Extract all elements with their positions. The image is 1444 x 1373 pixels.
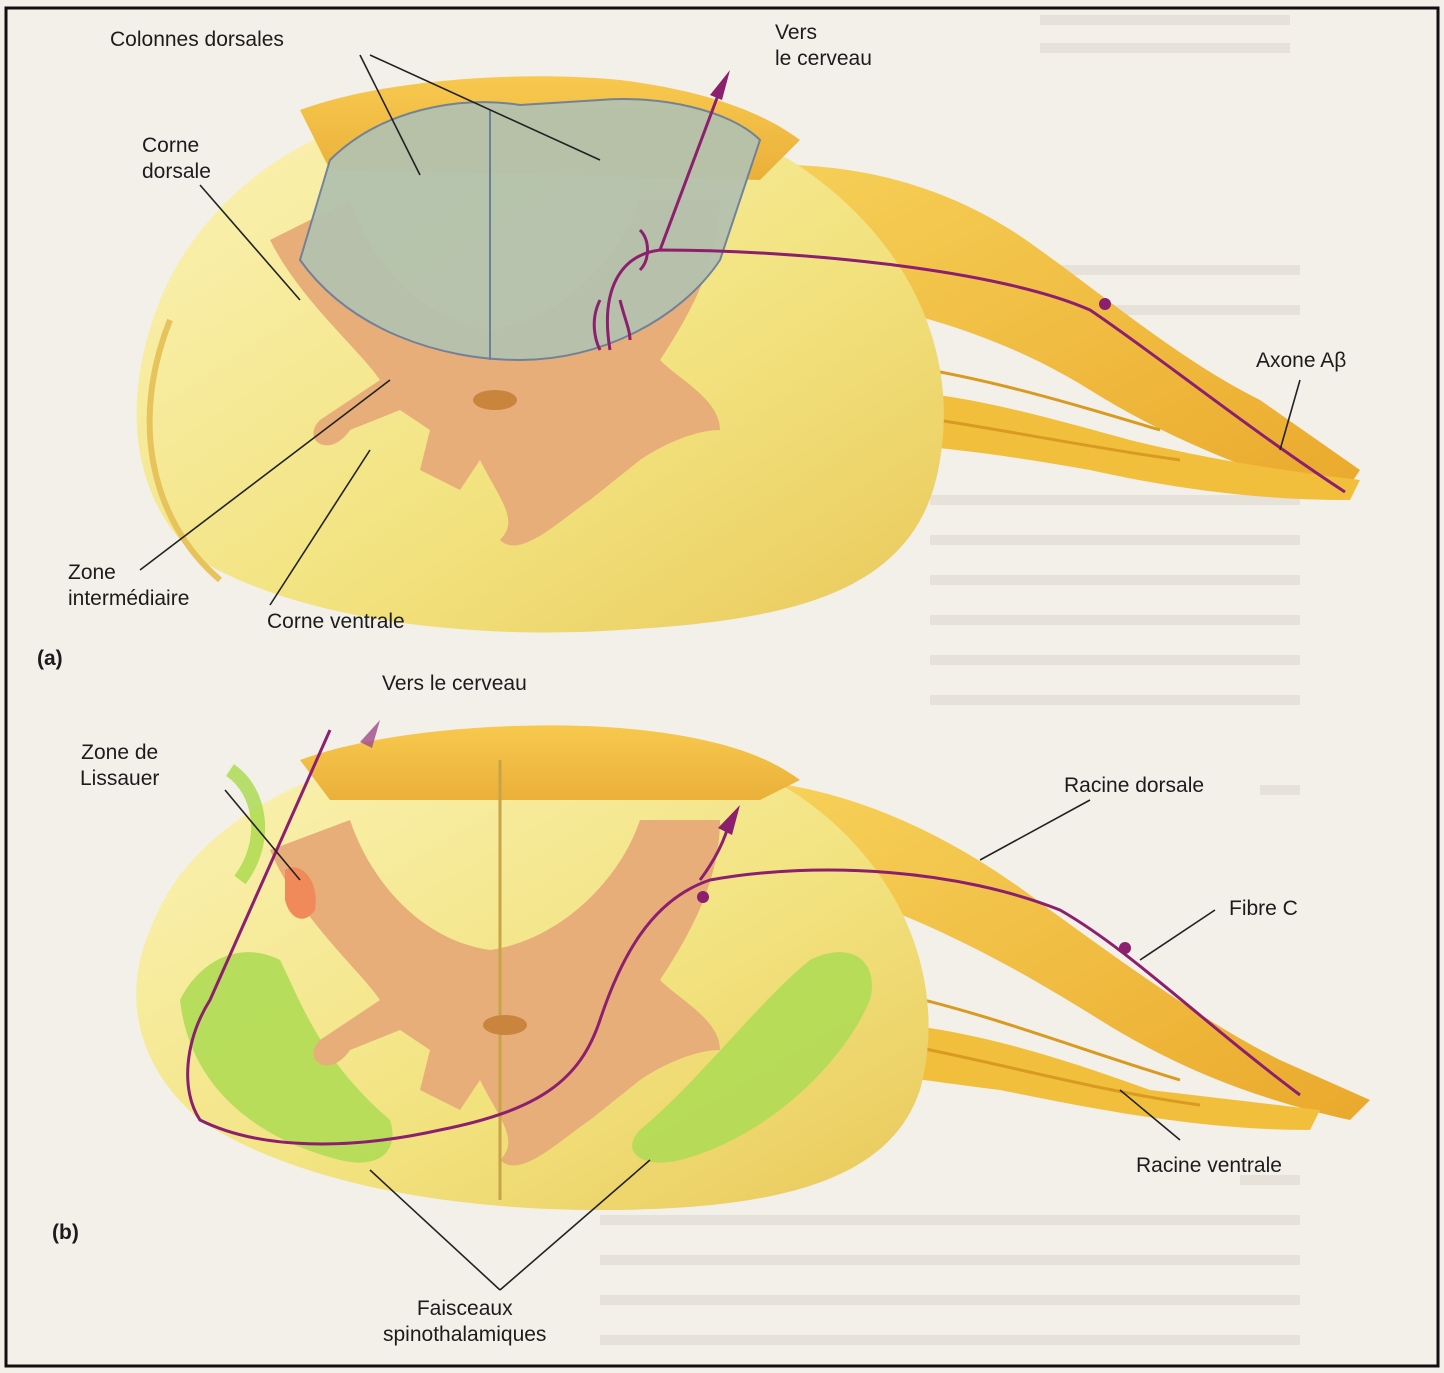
label-racine-dorsale: Racine dorsale (1064, 773, 1204, 799)
label-faisceaux-spinothalamiques: Faisceaux spinothalamiques (383, 1296, 546, 1348)
panel-letter-b: (b) (52, 1220, 79, 1246)
label-axone-a-beta: Axone Aβ (1256, 348, 1346, 374)
central-canal-b (483, 1015, 527, 1035)
label-corne-dorsale: Corne dorsale (142, 133, 211, 185)
panel-b-illustration (136, 720, 1370, 1290)
label-racine-ventrale: Racine ventrale (1136, 1153, 1282, 1179)
label-fibre-c: Fibre C (1229, 896, 1298, 922)
label-zone-de-lissauer: Zone de Lissauer (80, 740, 159, 792)
label-corne-ventrale: Corne ventrale (267, 609, 405, 635)
central-canal-a (473, 390, 517, 410)
panel-letter-a: (a) (37, 646, 63, 672)
label-colonnes-dorsales: Colonnes dorsales (110, 27, 284, 53)
panel-a-illustration (137, 55, 1360, 632)
label-vers-le-cerveau-b: Vers le cerveau (382, 671, 527, 697)
label-zone-intermediaire: Zone intermédiaire (68, 560, 189, 612)
label-vers-le-cerveau-a: Vers le cerveau (775, 20, 872, 72)
